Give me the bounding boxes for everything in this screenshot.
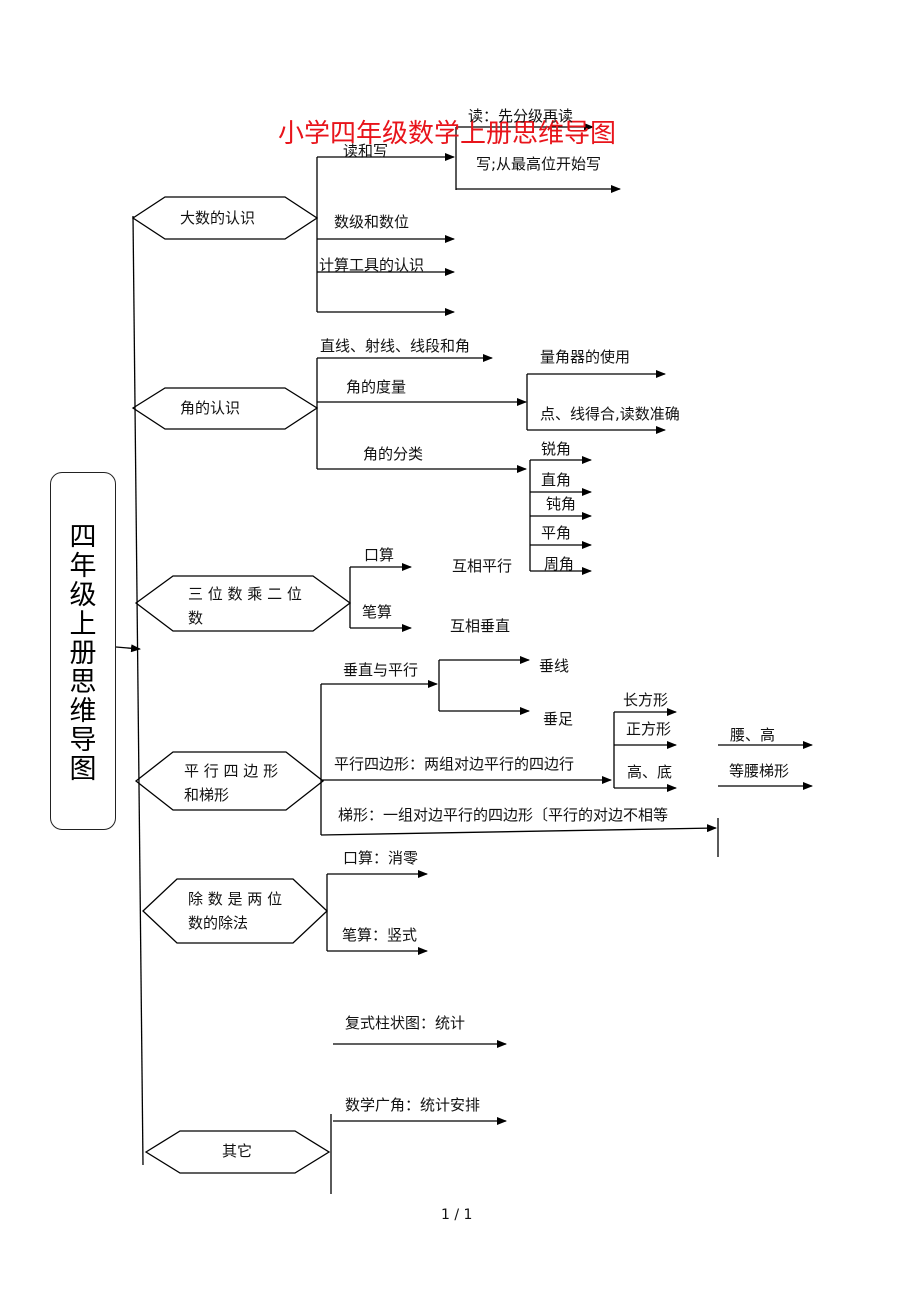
label-perp-parallel: 垂直与平行 <box>343 661 419 679</box>
node-division-line2: 数的除法 <box>188 914 249 932</box>
label-division-written: 笔算：竖式 <box>342 926 418 944</box>
node-quadrilateral-line2: 和梯形 <box>184 786 230 804</box>
label-waist-height: 腰、高 <box>730 726 776 744</box>
node-other: 其它 <box>222 1142 253 1160</box>
label-straight: 平角 <box>541 524 572 542</box>
node-division-line1: 除 数 是 两 位 <box>188 890 283 908</box>
label-write-rule: 写;从最高位开始写 <box>476 155 602 173</box>
label-acute: 锐角 <box>541 440 572 458</box>
label-lines: 直线、射线、线段和角 <box>320 337 471 355</box>
root-label: 四年级上册思维导图 <box>69 522 97 785</box>
label-classify: 角的分类 <box>363 445 424 463</box>
label-measure: 角的度量 <box>346 378 407 396</box>
label-mutual-perpendicular: 互相垂直 <box>450 617 511 635</box>
label-read-rule: 读：先分级再读 <box>468 107 574 125</box>
node-angles: 角的认识 <box>180 399 241 417</box>
label-trapezoid: 梯形：一组对边平行的四边形〔平行的对边不相等 <box>338 806 669 824</box>
label-perp-line: 垂线 <box>539 657 570 675</box>
label-foot: 垂足 <box>543 710 574 728</box>
label-oral-calc: 口算 <box>364 546 395 564</box>
label-isosceles: 等腰梯形 <box>729 762 790 780</box>
label-read-write: 读和写 <box>343 142 389 160</box>
label-written-calc: 笔算 <box>362 603 393 621</box>
label-mutual-parallel: 互相平行 <box>452 557 513 575</box>
label-tools: 计算工具的认识 <box>319 256 425 274</box>
label-height-base: 高、底 <box>627 763 673 781</box>
label-right: 直角 <box>541 471 572 489</box>
label-division-oral: 口算：消零 <box>343 849 419 867</box>
label-levels: 数级和数位 <box>334 213 410 231</box>
label-square: 正方形 <box>626 720 672 738</box>
node-big-numbers: 大数的认识 <box>180 209 256 227</box>
label-protractor: 量角器的使用 <box>540 348 631 366</box>
root-node: 四年级上册思维导图 <box>50 472 116 830</box>
label-align: 点、线得合,读数准确 <box>540 405 680 423</box>
node-quadrilateral-line1: 平 行 四 边 形 <box>184 762 279 780</box>
label-rectangle: 长方形 <box>623 691 669 709</box>
label-parallelogram: 平行四边形：两组对边平行的四边行 <box>334 755 575 773</box>
label-math-wide-angle: 数学广角：统计安排 <box>345 1096 481 1114</box>
page-number: 1 / 1 <box>441 1207 473 1223</box>
label-obtuse: 钝角 <box>546 495 577 513</box>
page-title: 小学四年级数学上册思维导图 <box>278 119 617 149</box>
node-multiply-line2: 数 <box>188 609 204 627</box>
label-round: 周角 <box>544 555 575 573</box>
label-bar-chart: 复式柱状图：统计 <box>345 1014 466 1032</box>
node-multiply-line1: 三 位 数 乘 二 位 <box>188 585 302 603</box>
